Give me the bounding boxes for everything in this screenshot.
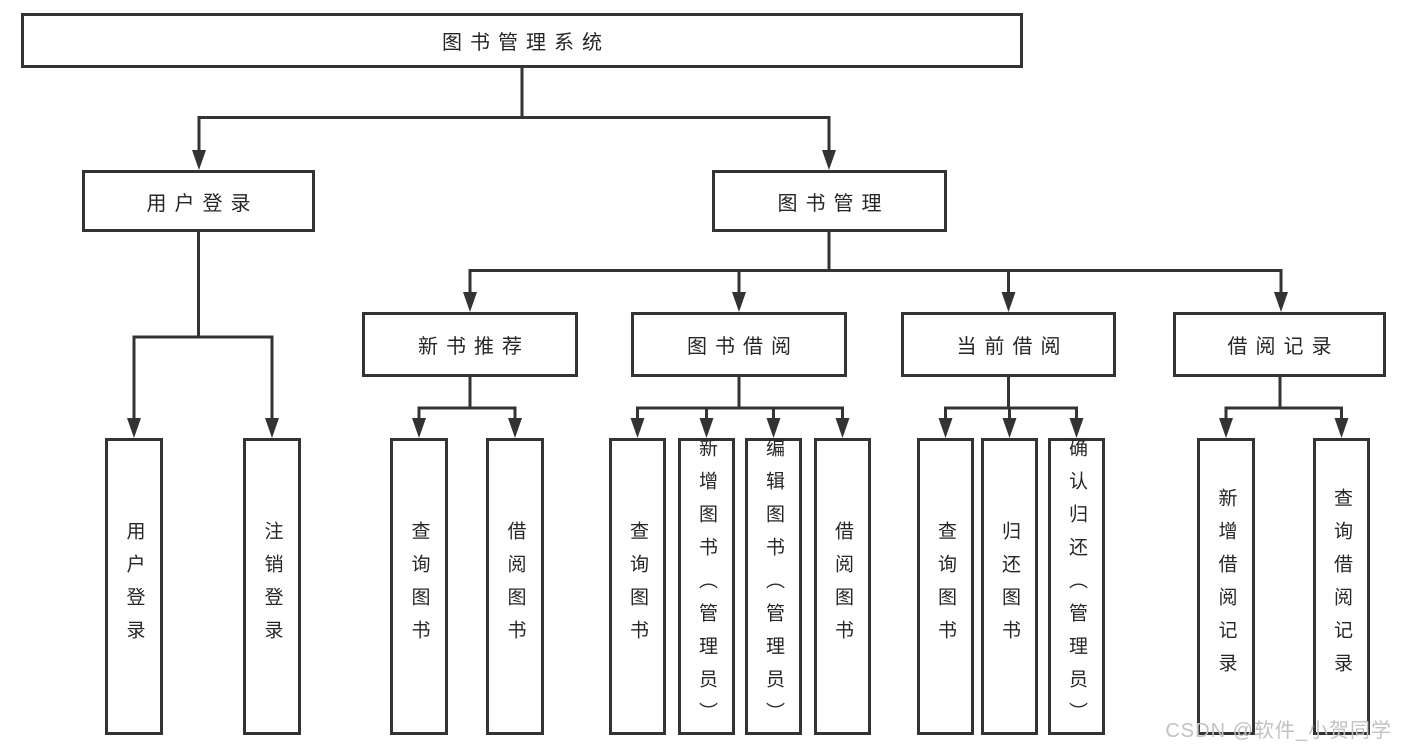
node-borrow-records: 借阅记录 — [1173, 312, 1386, 377]
leaf-logout: 注销登录 — [243, 438, 301, 735]
leaf-cb-query-books: 查询图书 — [917, 438, 974, 735]
leaf-user-login: 用户登录 — [105, 438, 163, 735]
node-borrow-records-label: 借阅记录 — [1227, 336, 1340, 358]
node-book-borrow-label: 图书借阅 — [687, 336, 799, 358]
leaf-nbr-borrow-books: 借阅图书 — [486, 438, 544, 735]
leaf-nbr-query-books-label: 查询图书 — [408, 520, 430, 653]
leaf-nbr-query-books: 查询图书 — [390, 438, 448, 735]
leaf-bb-borrow-books: 借阅图书 — [814, 438, 871, 735]
node-root-library-management-system: 图书管理系统 — [21, 13, 1023, 68]
node-root-label: 图书管理系统 — [442, 32, 610, 54]
leaf-logout-label: 注销登录 — [261, 520, 283, 653]
node-new-book-recommend: 新书推荐 — [362, 312, 578, 377]
leaf-bb-borrow-books-label: 借阅图书 — [832, 520, 853, 653]
node-book-management: 图书管理 — [712, 170, 947, 232]
connector-book-mgmt-to-level3 — [468, 232, 1283, 294]
leaf-br-add-record: 新增借阅记录 — [1197, 438, 1255, 735]
leaf-cb-query-books-label: 查询图书 — [935, 520, 956, 653]
node-current-borrow-label: 当前借阅 — [956, 336, 1069, 358]
csdn-watermark: CSDN @软件_小贺同学 — [1165, 720, 1392, 742]
node-user-login: 用户登录 — [82, 170, 315, 232]
leaf-bb-edit-books-admin-label: 编辑图书（管理员） — [763, 438, 784, 735]
node-user-login-label: 用户登录 — [146, 192, 259, 215]
leaf-bb-add-books-admin-label: 新增图书（管理员） — [696, 438, 717, 735]
leaf-cb-return-books: 归还图书 — [981, 438, 1038, 735]
leaf-bb-edit-books-admin: 编辑图书（管理员） — [745, 438, 802, 735]
leaf-cb-confirm-return-admin: 确认归还（管理员） — [1048, 438, 1105, 735]
leaf-br-query-record-label: 查询借阅记录 — [1331, 487, 1352, 686]
leaf-nbr-borrow-books-label: 借阅图书 — [504, 520, 526, 653]
connector-borrow-records-to-leaves — [1224, 376, 1343, 420]
leaf-br-add-record-label: 新增借阅记录 — [1215, 487, 1237, 686]
leaf-bb-query-books: 查询图书 — [609, 438, 666, 735]
leaf-bb-query-books-label: 查询图书 — [627, 520, 648, 653]
node-book-management-label: 图书管理 — [777, 192, 890, 215]
leaf-bb-add-books-admin: 新增图书（管理员） — [678, 438, 735, 735]
leaf-cb-confirm-return-admin-label: 确认归还（管理员） — [1066, 438, 1087, 735]
connector-current-borrow-to-leaves — [944, 376, 1078, 420]
node-book-borrow: 图书借阅 — [631, 312, 847, 377]
leaf-cb-return-books-label: 归还图书 — [999, 520, 1020, 653]
node-new-book-recommend-label: 新书推荐 — [418, 336, 530, 358]
node-current-borrow: 当前借阅 — [901, 312, 1116, 377]
connector-user-login-to-leaves — [132, 232, 274, 420]
connector-root-to-level2 — [197, 67, 831, 152]
leaf-br-query-record: 查询借阅记录 — [1313, 438, 1370, 735]
leaf-user-login-label: 用户登录 — [123, 520, 145, 653]
connector-book-borrow-to-leaves — [636, 376, 844, 420]
connector-new-book-to-leaves — [417, 376, 517, 420]
